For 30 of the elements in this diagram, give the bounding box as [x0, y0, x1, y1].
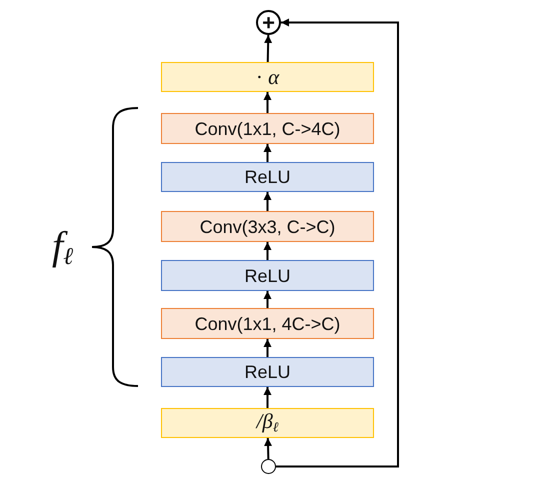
arrow	[264, 144, 272, 162]
conv-layer-box	[161, 308, 374, 339]
arrow	[264, 92, 272, 113]
sum-circle	[256, 10, 281, 35]
layer-label: ReLU	[244, 266, 291, 284]
arrow	[264, 291, 272, 308]
scale-box	[161, 62, 374, 92]
relu-layer-box	[161, 162, 374, 192]
arrow	[264, 242, 272, 260]
layer-label: Conv(1x1, 4C->C)	[194, 314, 340, 332]
arrow	[264, 192, 272, 211]
arrow	[264, 339, 272, 357]
scale-label: · α	[256, 66, 280, 88]
conv-layer-box	[161, 113, 374, 144]
layer-label: ReLU	[244, 168, 291, 186]
input-circle	[261, 459, 276, 474]
layer-label: Conv(1x1, C->4C)	[194, 120, 340, 138]
relu-layer-box	[161, 357, 374, 387]
plus-sign: +	[262, 12, 275, 34]
arrow	[264, 387, 272, 408]
conv-layer-box	[161, 211, 374, 242]
function-label: f$_{ℓ}$	[52, 226, 74, 269]
relu-layer-box	[161, 260, 374, 291]
layer-label: Conv(3x3, C->C)	[200, 218, 336, 236]
skip-connection-arrow	[276, 18, 399, 468]
scale-label: /β$_{ℓ}$	[256, 411, 278, 435]
arrow	[264, 34, 272, 62]
arrow	[264, 438, 272, 460]
layer-label: ReLU	[244, 363, 291, 381]
scale-box	[161, 408, 374, 438]
